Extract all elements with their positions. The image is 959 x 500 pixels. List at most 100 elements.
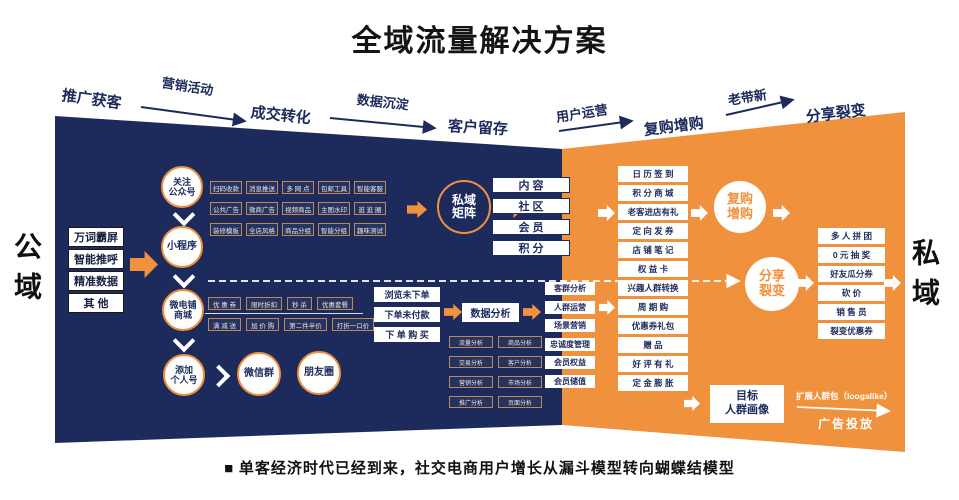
tool-chip: 装修模板: [210, 223, 242, 236]
micro-shop-circle: 微电铺 商城: [162, 289, 204, 331]
data-analysis-box: 数据分析: [462, 303, 519, 322]
personal-account-circle: 添加 个人号: [163, 354, 205, 396]
promo-divider: [205, 313, 363, 314]
order-state-item: 浏览未下单: [374, 287, 440, 302]
official-account-circle: 关注 公众号: [161, 166, 203, 208]
viral-tool-item: 0 元 抽 奖: [818, 247, 885, 263]
analysis-chip: 营销分析: [449, 376, 493, 388]
traffic-source-list: 万词霸屏智能推呼精准数据其 他: [68, 227, 124, 313]
analysis-grid: 流量分析商品分析交易分析客户分析营销分析市场分析推广分析页面分析: [449, 336, 542, 408]
repurchase-tool-item: 店 铺 笔 记: [618, 242, 688, 258]
traffic-source-item: 其 他: [68, 293, 124, 313]
promo-chip: 优惠套餐: [316, 297, 353, 310]
repurchase-tool-item: 定 金 膨 胀: [618, 375, 688, 391]
crowd-ops-item: 客群分析: [545, 282, 595, 295]
tool-chip: 微商广告: [246, 202, 278, 215]
viral-tool-item: 裂变优惠券: [818, 323, 885, 339]
repurchase-tool-item: 赠 品: [618, 337, 688, 353]
tool-chip: 多 网 点: [282, 181, 314, 194]
analysis-chip: 市场分析: [498, 376, 542, 388]
traffic-source-item: 智能推呼: [68, 249, 124, 269]
order-state-list: 浏览未下单下单未付款下 单 购 买: [374, 287, 440, 342]
viral-tool-item: 好友瓜分券: [818, 266, 885, 282]
funnel-arrow-2: [329, 117, 437, 134]
funnel-arrow-4: [725, 95, 795, 116]
funnel-arrow-3: [558, 115, 634, 132]
crowd-ops-item: 会员储值: [545, 374, 595, 388]
order-state-item: 下单未付款: [374, 307, 440, 322]
viral-tool-item: 销 售 员: [818, 304, 885, 320]
crowd-ops-item: 场景营销: [545, 319, 595, 332]
analysis-chip: 推广分析: [449, 396, 493, 408]
lookalike-label: 扩展人群包（loogalike）: [796, 391, 893, 401]
promo-chip: 打折一口价: [331, 318, 375, 331]
moments-circle: 朋友圈: [297, 351, 341, 395]
promo-chip: 加 价 购: [246, 318, 280, 331]
repurchase-tool-item: 好 评 有 礼: [618, 356, 688, 372]
repurchase-tool-item: 老客进店有礼: [618, 204, 688, 220]
repurchase-tool-item: 日 历 签 到: [618, 166, 688, 182]
private-matrix-circle: 私域 矩阵: [437, 180, 491, 234]
share-fission-circle: 分享 裂变: [745, 257, 799, 311]
crowd-ops-item: 会员权益: [545, 356, 595, 369]
funnel-arrow-1: [140, 106, 247, 127]
mini-program-circle: 小程序: [161, 226, 203, 268]
tool-chip: 公共广告: [210, 202, 242, 215]
promo-chip: 优 惠 券: [208, 297, 242, 310]
tool-chip: 视频商品: [282, 202, 314, 215]
ad-delivery-label: 广告投放: [818, 417, 875, 431]
tool-chip: 智能客服: [354, 181, 386, 194]
analysis-chip: 客户分析: [498, 356, 542, 368]
private-domain-label: 私域: [909, 238, 940, 318]
promo-chip: 第二件半价: [284, 318, 327, 331]
traffic-source-item: 精准数据: [68, 271, 124, 291]
tool-chip: 趣味测试: [354, 223, 386, 236]
tool-chip: 商品分组: [282, 223, 314, 236]
analysis-chip: 页面分析: [498, 396, 542, 408]
repurchase-tool-item: 周 期 购: [618, 299, 688, 315]
wechat-group-circle: 微信群: [237, 352, 281, 396]
tool-chip: 逛 逛 圈: [354, 202, 386, 215]
tool-chip: 全店风格: [246, 223, 278, 236]
repurchase-circle: 复购 增购: [714, 181, 766, 233]
funnel-stage-3: 客户留存: [447, 118, 509, 139]
repurchase-tool-item: 优惠券礼包: [618, 318, 688, 334]
repurchase-tool-list: 日 历 签 到积 分 商 城老客进店有礼定 向 发 券店 铺 笔 记权 益 卡兴…: [618, 166, 688, 391]
public-domain-label: 公域: [11, 232, 42, 312]
order-state-item: 下 单 购 买: [374, 327, 440, 342]
viral-tool-item: 砍 价: [818, 285, 885, 301]
shop-promo-row-1: 优 惠 券限时折扣秒 杀优惠套餐: [208, 297, 353, 310]
matrix-item: 社 区: [492, 198, 570, 214]
tool-chip: 包邮工具: [318, 181, 350, 194]
official-account-tools-grid: 扫码收款消息推送多 网 点包邮工具智能客服公共广告微商广告视频商品主图水印逛 逛…: [210, 181, 387, 236]
tool-chip: 智能分组: [318, 223, 350, 236]
crowd-ops-list: 客群分析人群运营场景营销忠诚度管理会员权益会员储值: [545, 282, 595, 388]
viral-tool-list: 多 人 拼 团 0 元 抽 奖好友瓜分券砍 价销 售 员裂变优惠券: [818, 228, 885, 339]
repurchase-tool-item: 权 益 卡: [618, 261, 688, 277]
promo-chip: 限时折扣: [246, 297, 283, 310]
repurchase-tool-item: 定 向 发 券: [618, 223, 688, 239]
lookalike-arrow: [796, 403, 891, 418]
matrix-item-list: 内 容社 区会 员积 分: [492, 177, 570, 256]
promo-chip: 秒 杀: [287, 297, 312, 310]
crowd-ops-item: 人群运营: [545, 300, 595, 314]
matrix-item: 内 容: [492, 177, 570, 193]
traffic-source-item: 万词霸屏: [68, 227, 124, 247]
analysis-chip: 交易分析: [449, 356, 493, 368]
repurchase-tool-item: 积 分 商 城: [618, 185, 688, 201]
tool-chip: 扫码收款: [210, 181, 242, 194]
matrix-item: 积 分: [492, 240, 570, 256]
target-audience-box: 目标 人群画像: [710, 385, 784, 423]
promo-chip: 满 减 送: [208, 318, 242, 331]
matrix-item: 会 员: [492, 219, 570, 235]
shop-promo-row-2: 满 减 送加 价 购第二件半价打折一口价: [208, 318, 375, 331]
analysis-chip: 流量分析: [449, 336, 493, 348]
viral-tool-item: 多 人 拼 团: [818, 228, 885, 244]
analysis-chip: 商品分析: [498, 336, 542, 348]
crowd-ops-item: 忠诚度管理: [545, 337, 595, 351]
tool-chip: 主图水印: [318, 202, 350, 215]
page-title: 全域流量解决方案: [351, 25, 608, 58]
tool-chip: 消息推送: [246, 181, 278, 194]
